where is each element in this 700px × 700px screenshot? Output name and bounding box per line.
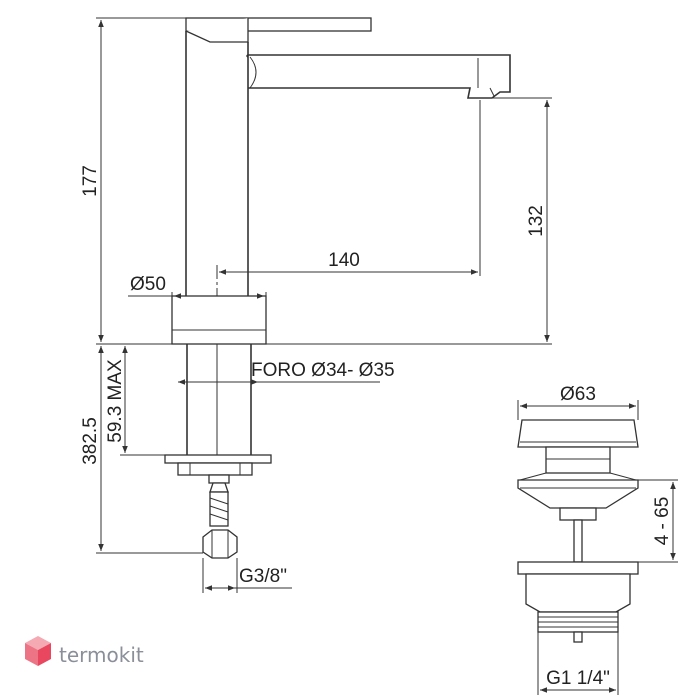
spout [246,54,511,99]
waste-body-nut [517,561,639,575]
dimension-59-3-max: 59.3 MAX [105,346,165,456]
faucet-base [171,295,267,345]
dim-140-label: 140 [328,250,360,271]
waste-pin [573,631,583,643]
waste-spindle-nut [559,507,597,521]
brand-watermark: termokit [25,636,144,667]
dim-4-65-label: 4 - 65 [652,497,673,546]
dimension-d50: Ø50 [128,274,267,299]
mounting-nut [177,462,253,476]
dim-g1-1-4-label: G1 1/4" [546,668,610,689]
dimension-382-5: 382.5 [80,346,203,554]
dimension-g1-1-4: G1 1/4" [537,632,619,695]
dim-g38-label: G3/8" [239,566,287,587]
lever-cartridge [185,18,249,43]
waste-cap-stem [545,446,611,474]
cube-logo-icon [25,636,51,666]
dimension-hole: FORO Ø34- Ø35 [178,360,395,385]
faucet-body [164,17,511,559]
waste-body [525,573,631,613]
dim-d63-label: Ø63 [560,384,596,405]
dimension-140: 140 [219,100,481,276]
dimension-132: 132 [266,97,552,345]
dimension-4-65: 4 - 65 [638,479,678,563]
waste-flange [517,479,639,509]
waste-spindle [573,519,583,563]
dim-177-label: 177 [80,165,101,197]
brand-name: termokit [59,643,144,667]
waste-drain [517,419,639,643]
dim-59-3-label: 59.3 MAX [105,359,126,443]
dim-hole-label: FORO Ø34- Ø35 [251,360,395,381]
dimension-d63: Ø63 [517,384,639,420]
waste-cap [517,419,639,448]
dim-d50-label: Ø50 [130,274,166,295]
dim-382-5-label: 382.5 [80,417,101,465]
mounting-plate [164,454,272,464]
dim-132-label: 132 [526,205,547,237]
hose-fitting-nut [208,474,230,484]
dimension-177: 177 [80,17,186,345]
g38-connector [202,529,238,559]
dimension-g38: G3/8" [202,558,292,593]
